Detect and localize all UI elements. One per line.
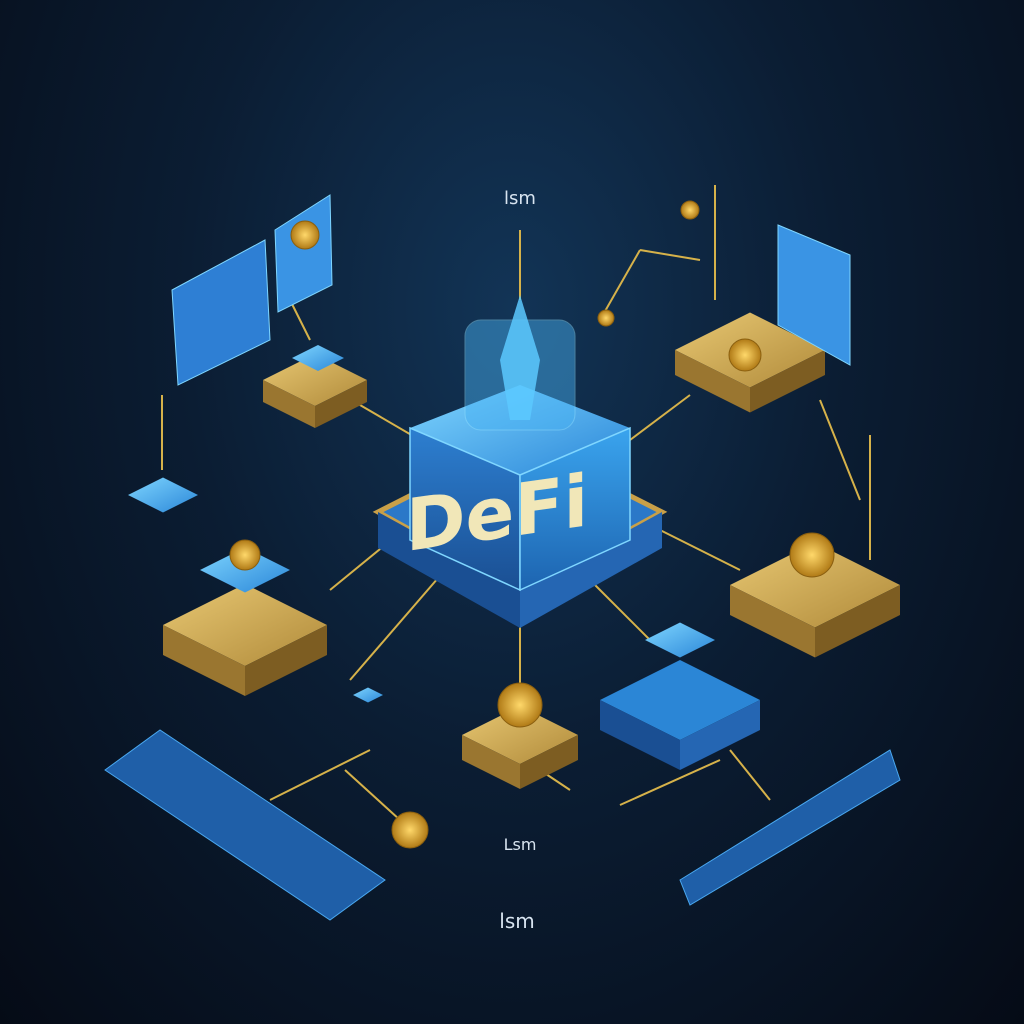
blue-cube [645,622,715,658]
connector-line [599,249,641,321]
blue-platform-left [600,700,680,770]
coin-icon [497,682,543,728]
blue-platform [600,660,760,770]
coin-icon [680,200,700,220]
bottom-center-label: Lsm [504,835,537,854]
blue-cube-top [292,345,344,371]
gold-platform-left [462,735,520,789]
bottom-label: lsm [499,909,534,933]
blue-platform-right [680,700,760,770]
coin-icon [728,338,762,372]
connector-lines [161,185,871,821]
connector-line [329,544,386,591]
connector-line [729,749,771,801]
blue-cube [353,687,383,703]
coin-icon [391,811,429,849]
top-label: lsm [504,188,536,209]
gold-platform-right [750,350,825,413]
blue-panel [171,239,271,386]
blue-panel [274,194,333,313]
connector-line [629,394,691,441]
connector-line [349,569,446,681]
connector-line [639,249,701,261]
gold-platform-right [815,585,900,658]
gold-platform-left [730,585,815,658]
gold-platform [163,584,327,696]
nodes [104,194,901,921]
connector-line [659,529,741,571]
gold-platform-right [315,380,367,428]
connector-line [589,579,651,641]
coin-icon [789,532,835,578]
connector-line [289,299,311,341]
coin-icon [229,539,261,571]
gold-platform-right [520,735,578,789]
gold-platform [730,542,900,658]
blue-panel [777,224,851,366]
gold-platform-left [675,350,750,413]
central-defi-block: DeFi [372,295,668,628]
blue-cube-top [645,622,715,658]
gold-platform-right [245,625,327,696]
gold-platform [462,706,578,789]
gold-platform [263,354,367,428]
blue-cube [292,345,344,371]
connector-line [619,759,721,806]
blue-cube-top [128,477,198,513]
gold-platform-left [263,380,315,428]
connector-line [819,399,861,501]
blue-cube [128,477,198,513]
connector-line [269,749,371,801]
gold-platform-left [163,625,245,696]
blue-cube-top [353,687,383,703]
coin-icon [290,220,320,250]
blue-slab [104,729,386,921]
coin-icon [597,309,615,327]
connector-line [344,769,401,821]
blue-slab [679,749,901,906]
